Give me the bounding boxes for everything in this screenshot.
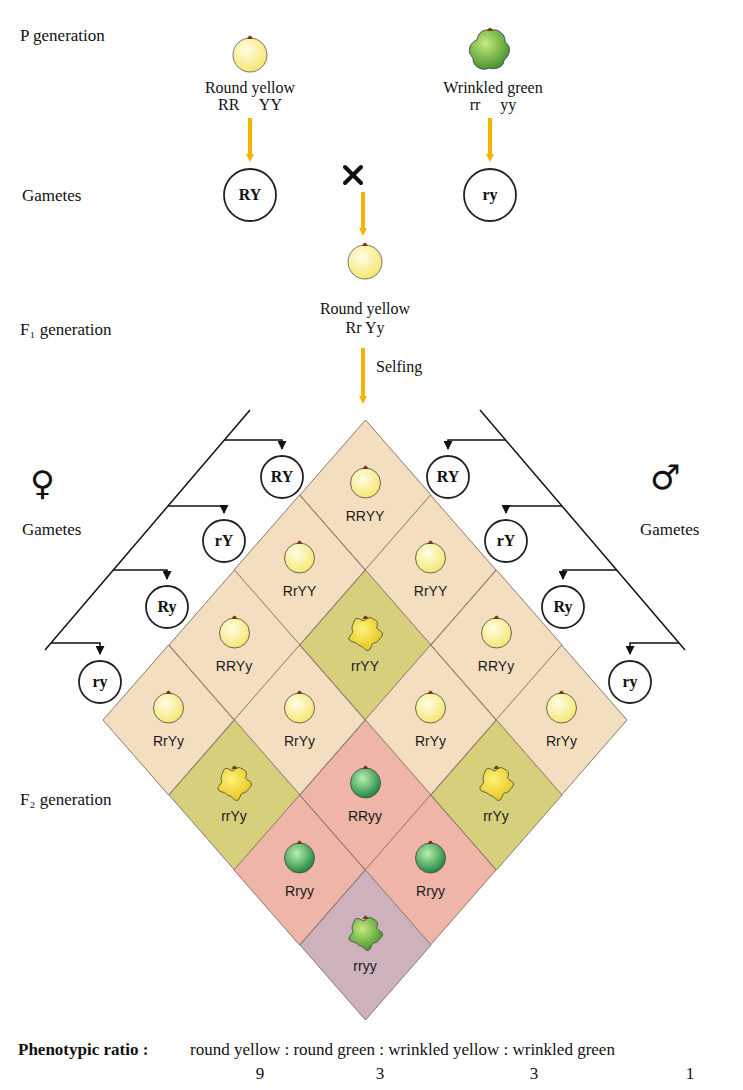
genotype-label: RRYY [346, 508, 385, 524]
gamete-label: RY [239, 186, 262, 204]
genotype-label: rrYy [483, 808, 509, 824]
flow-arrows [250, 118, 490, 400]
gamete-circle: rY [484, 519, 528, 563]
gamete-circle: Ry [145, 585, 189, 629]
gamete-circle: RY [260, 455, 304, 499]
diagram-label: Gametes [640, 520, 699, 540]
cell-diamond [300, 870, 431, 1020]
diagram-label: P generation [20, 26, 105, 46]
diagram-label: Gametes [22, 186, 81, 206]
diagram-label: Selfing [376, 358, 422, 376]
diagram-label: Phenotypic ratio : [18, 1040, 148, 1060]
genotype-label: Rryy [285, 883, 314, 899]
gamete-circle: RY [426, 455, 470, 499]
diagram-label: ♀ [30, 466, 55, 500]
genotype-label: RrYY [283, 583, 316, 599]
diagram-label: 3 [376, 1064, 385, 1084]
gamete-label: ry [92, 673, 107, 691]
diagram-label: 1 [686, 1064, 695, 1084]
genotype-label: RrYY [414, 583, 447, 599]
pea-wrinkled-green [469, 28, 509, 70]
gamete-label: ry [482, 186, 497, 204]
genotype-label: RRyy [348, 808, 382, 824]
genotype-label: RrYy [153, 733, 184, 749]
genotype-label: rryy [353, 958, 376, 974]
gamete-circle: rY [202, 519, 246, 563]
genotype-label: RrYy [415, 733, 446, 749]
punnett-cell: rryy [300, 870, 431, 1020]
cross-symbol [345, 167, 361, 183]
gamete-circle: ry [78, 660, 122, 704]
diagram-label: Wrinkled green [443, 79, 542, 97]
genotype-label: RrYy [546, 733, 577, 749]
diagram-label: round yellow : round green : wrinkled ye… [190, 1040, 615, 1060]
diagram-label: rr yy [470, 96, 517, 114]
diagram-label: F₂ generation [20, 790, 111, 810]
diagram-label: ♂ [650, 460, 680, 494]
gamete-circle: ry [463, 168, 517, 222]
genotype-label: rrYy [221, 808, 247, 824]
gamete-label: rY [497, 532, 516, 550]
gamete-circle: ry [608, 660, 652, 704]
genotype-label: RRYy [478, 658, 514, 674]
genotype-label: RRYy [216, 658, 252, 674]
gamete-label: rY [215, 532, 234, 550]
gamete-label: RY [437, 468, 460, 486]
diagram-label: Round yellow [205, 79, 295, 97]
gamete-circle: Ry [541, 585, 585, 629]
diagram-label: F₁ generation [20, 320, 111, 340]
genotype-label: RrYy [284, 733, 315, 749]
diagram-label: Gametes [22, 520, 81, 540]
pea-round-yellow [233, 36, 267, 73]
diagram-label: Round yellow [320, 300, 410, 318]
gamete-label: Ry [158, 598, 177, 616]
gamete-label: Ry [554, 598, 573, 616]
diagram-label: 3 [530, 1064, 539, 1084]
gamete-circle: RY [223, 168, 277, 222]
pea-round-yellow [348, 243, 382, 280]
gamete-label: RY [271, 468, 294, 486]
diagram-label: 9 [256, 1064, 265, 1084]
genotype-label: Rryy [416, 883, 445, 899]
genotype-label: rrYY [351, 658, 379, 674]
diagram-label: Rr Yy [346, 319, 385, 337]
gamete-label: ry [622, 673, 637, 691]
diagram-label: RR YY [218, 96, 282, 114]
